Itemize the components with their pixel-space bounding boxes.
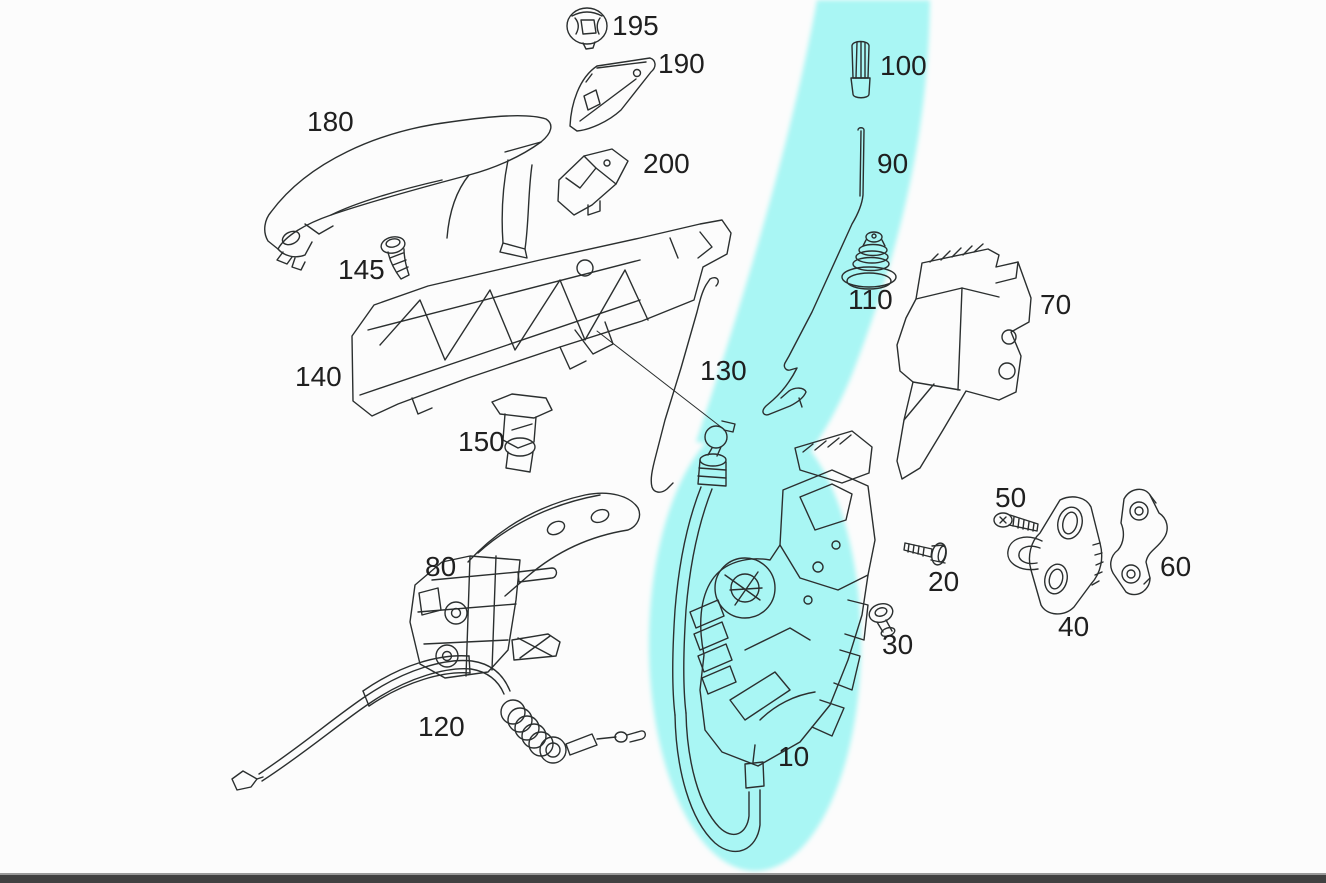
- part-label-200: 200: [643, 148, 690, 179]
- part-drawing-20: [903, 542, 947, 566]
- part-label-90: 90: [877, 148, 908, 179]
- part-label-180: 180: [307, 106, 354, 137]
- part-drawing-40: [1007, 496, 1104, 615]
- part-drawing-50: [993, 512, 1039, 532]
- part-drawing-70: [896, 243, 1032, 480]
- part-drawing-90: [762, 127, 865, 416]
- part-drawing-190: [569, 57, 656, 132]
- highlight-region: [649, 0, 930, 871]
- part-drawing-150: [491, 393, 553, 473]
- part-drawing-145: [380, 236, 410, 280]
- part-drawing-195: [566, 7, 608, 50]
- part-drawing-100: [850, 40, 871, 99]
- footer-bar-highlight-edge: [0, 873, 1326, 875]
- part-label-60: 60: [1160, 551, 1191, 582]
- part-drawing-60: [1110, 488, 1168, 596]
- leader-line: [596, 330, 722, 428]
- part-drawing-10: [672, 420, 876, 853]
- part-label-30: 30: [882, 629, 913, 660]
- part-label-100: 100: [880, 50, 927, 81]
- part-label-40: 40: [1058, 611, 1089, 642]
- part-label-150: 150: [458, 426, 505, 457]
- part-label-110: 110: [848, 284, 893, 315]
- part-label-10: 10: [778, 741, 809, 772]
- part-drawing-110: [841, 231, 897, 290]
- part-drawing-120: [231, 655, 646, 791]
- part-label-190: 190: [658, 48, 705, 79]
- part-label-130: 130: [700, 355, 747, 386]
- part-label-145: 145: [338, 254, 385, 285]
- part-drawing-130: [650, 277, 719, 493]
- part-label-80: 80: [425, 551, 456, 582]
- part-drawing-80: [409, 492, 641, 679]
- part-label-20: 20: [928, 566, 959, 597]
- part-drawing-140: [351, 219, 732, 417]
- part-label-70: 70: [1040, 289, 1071, 320]
- footer-bar: [0, 875, 1326, 883]
- part-label-50: 50: [995, 482, 1026, 513]
- part-label-120: 120: [418, 711, 465, 742]
- part-drawing-180: [264, 115, 552, 271]
- part-label-140: 140: [295, 361, 342, 392]
- part-drawing-200: [557, 148, 629, 216]
- part-label-195: 195: [612, 10, 659, 41]
- part-drawing-30: [868, 602, 896, 638]
